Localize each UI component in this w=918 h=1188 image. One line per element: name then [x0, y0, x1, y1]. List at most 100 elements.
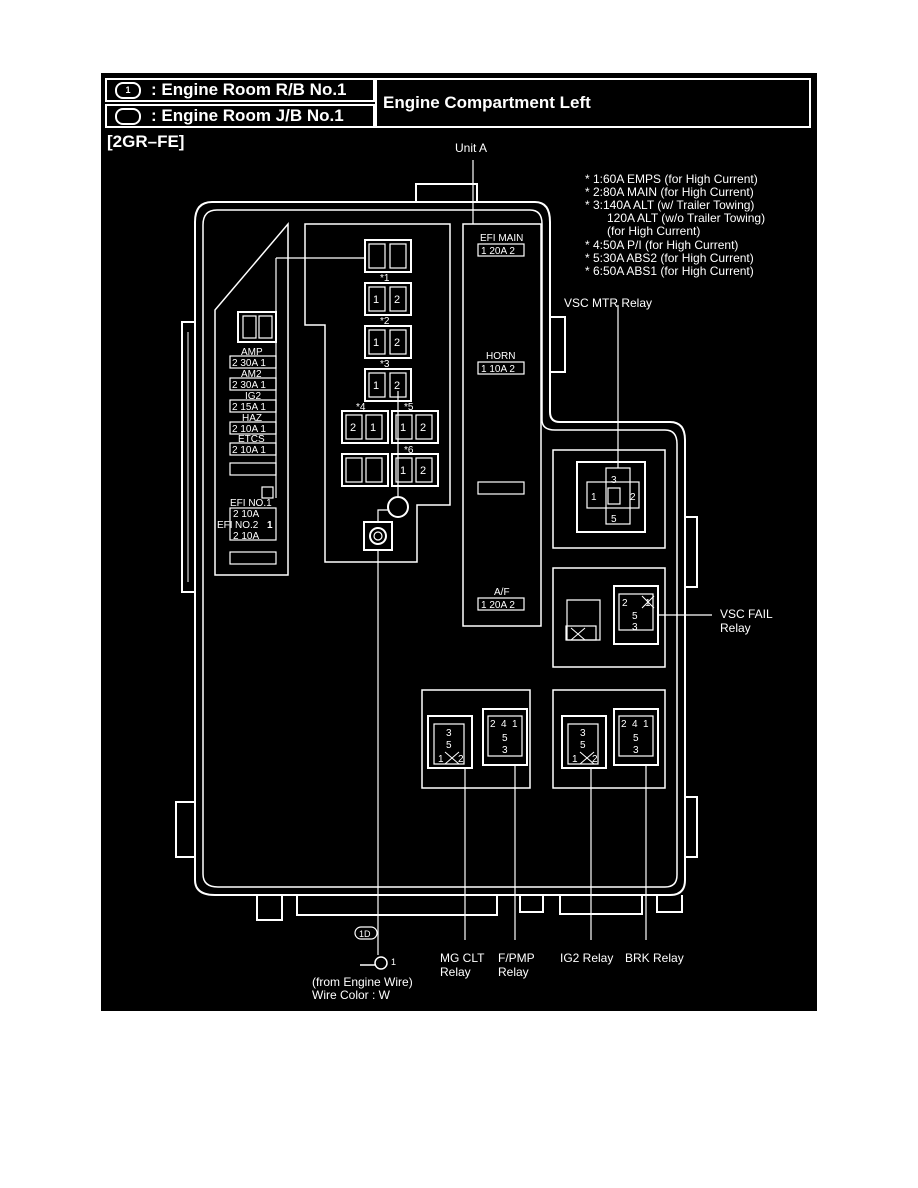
connector-source: (from Engine Wire) — [312, 975, 413, 989]
pin-label: 2 — [350, 422, 356, 434]
note-3b: 120A ALT (w/o Trailer Towing) — [607, 211, 765, 225]
pin-label: 4 — [501, 719, 507, 730]
legend-title: Engine Compartment Left — [375, 78, 811, 128]
efi-prefix: EFI — [217, 520, 233, 531]
pin-label: 1 — [643, 719, 649, 730]
unit-a-label: Unit A — [455, 141, 487, 155]
pin-label: 1 — [512, 719, 518, 730]
pin-label: 2 — [622, 598, 628, 609]
jb-symbol-icon — [115, 107, 141, 125]
mark-2: *2 — [380, 316, 390, 327]
note-5: * 5:30A ABS2 (for High Current) — [585, 251, 754, 265]
pin-label: 1 — [373, 380, 379, 392]
mark-3: *3 — [380, 359, 390, 370]
connector-code: 1D — [359, 929, 371, 939]
note-4: * 4:50A P/I (for High Current) — [585, 238, 738, 252]
pin-label: 1 — [591, 492, 597, 503]
pin-label: 5 — [502, 733, 508, 744]
pin-label: 1 — [400, 465, 406, 477]
fpmp-label-1: F/PMP — [498, 951, 535, 965]
vsc-fail-label-1: VSC FAIL — [720, 607, 773, 621]
housing-outline — [194, 201, 686, 896]
pin-label: 5 — [611, 514, 617, 525]
mark-6: *6 — [404, 445, 414, 456]
pin-label: 1 — [438, 754, 444, 765]
pin-label: 2 — [394, 337, 400, 349]
efi-row3: 2 10A — [233, 531, 259, 542]
note-2: * 2:80A MAIN (for High Current) — [585, 185, 754, 199]
mark-1: *1 — [380, 273, 390, 284]
fuse-am2-label: AM2 — [241, 369, 262, 380]
efi-main-label: EFI MAIN — [480, 233, 523, 244]
pin-label: 2 — [630, 492, 636, 503]
pin-label: 3 — [580, 728, 586, 739]
pin-label: 3 — [502, 745, 508, 756]
af-label: A/F — [494, 587, 510, 598]
pin-label: 5 — [446, 740, 452, 751]
pin-label: 5 — [632, 611, 638, 622]
housing-inner-outline — [202, 209, 678, 888]
pin-label: 3 — [632, 622, 638, 633]
left-fuse-block — [214, 221, 289, 576]
fuse-amp-code: 2 30A 1 — [232, 358, 266, 369]
note-3c: (for High Current) — [607, 224, 700, 238]
vsc-mtr-relay-label: VSC MTR Relay — [564, 296, 652, 310]
pin-label: 1 — [400, 422, 406, 434]
pin-label: 4 — [632, 719, 638, 730]
ig2-relay-label: IG2 Relay — [560, 951, 613, 965]
efi-row2: NO.2 — [235, 520, 259, 531]
pin-label: 5 — [633, 733, 639, 744]
fuse-haz-label: HAZ — [242, 413, 262, 424]
efi-no1-label: EFI NO.1 — [230, 498, 272, 509]
vsc-fail-label-2: Relay — [720, 621, 751, 635]
pin-label: 2 — [420, 422, 426, 434]
pin-label: 1 — [373, 337, 379, 349]
pin-label: 3 — [446, 728, 452, 739]
engine-variant: [2GR–FE] — [107, 132, 185, 151]
pin-label: 2 — [394, 380, 400, 392]
fuse-etcs-label: ETCS — [238, 434, 265, 445]
fuse-ig2-code: 2 15A 1 — [232, 402, 266, 413]
note-3: * 3:140A ALT (w/ Trailer Towing) — [585, 198, 754, 212]
fuse-am2-code: 2 30A 1 — [232, 380, 266, 391]
pin-label: 2 — [394, 294, 400, 306]
vsc-mtr-relay-frame — [552, 449, 666, 549]
mg-clt-label-2: Relay — [440, 965, 471, 979]
connector-pin: 1 — [391, 957, 396, 967]
legend-row-rb: 1 : Engine Room R/B No.1 — [105, 78, 375, 102]
fuse-ig2-label: IG2 — [245, 391, 262, 402]
pin-label: 2 — [458, 754, 464, 765]
pin-label: 2 — [592, 754, 598, 765]
pin-label: 2 — [490, 719, 496, 730]
mg-clt-fpmp-relay-frame — [421, 689, 531, 789]
pin-label: 3 — [633, 745, 639, 756]
ig2-brk-relay-frame — [552, 689, 666, 789]
mg-clt-label-1: MG CLT — [440, 951, 485, 965]
af-code: 1 20A 2 — [481, 600, 515, 611]
pin-label: 3 — [611, 475, 617, 486]
efi-row1: 2 10A — [233, 509, 259, 520]
mark-4: *4 — [356, 402, 366, 413]
pin-label: 1 — [572, 754, 578, 765]
fuse-haz-code: 2 10A 1 — [232, 424, 266, 435]
pin-label: 1 — [645, 598, 651, 609]
note-6: * 6:50A ABS1 (for High Current) — [585, 264, 754, 278]
vsc-fail-relay-frame — [552, 567, 666, 668]
horn-label: HORN — [486, 351, 515, 362]
pin-label: 1 — [373, 294, 379, 306]
mark-5: *5 — [404, 402, 414, 413]
brk-relay-label: BRK Relay — [625, 951, 684, 965]
horn-code: 1 10A 2 — [481, 364, 515, 375]
pin-label: 2 — [420, 465, 426, 477]
central-fuse-block — [304, 223, 451, 563]
pin-label: 1 — [370, 422, 376, 434]
rb-symbol-icon: 1 — [115, 81, 141, 99]
pin-label: 5 — [580, 740, 586, 751]
legend-row-jb: : Engine Room J/B No.1 — [105, 104, 375, 128]
fpmp-label-2: Relay — [498, 965, 529, 979]
efi-main-code: 1 20A 2 — [481, 246, 515, 257]
legend-rb-label: : Engine Room R/B No.1 — [151, 80, 347, 99]
efi-pin: 1 — [267, 520, 273, 531]
pin-label: 2 — [621, 719, 627, 730]
